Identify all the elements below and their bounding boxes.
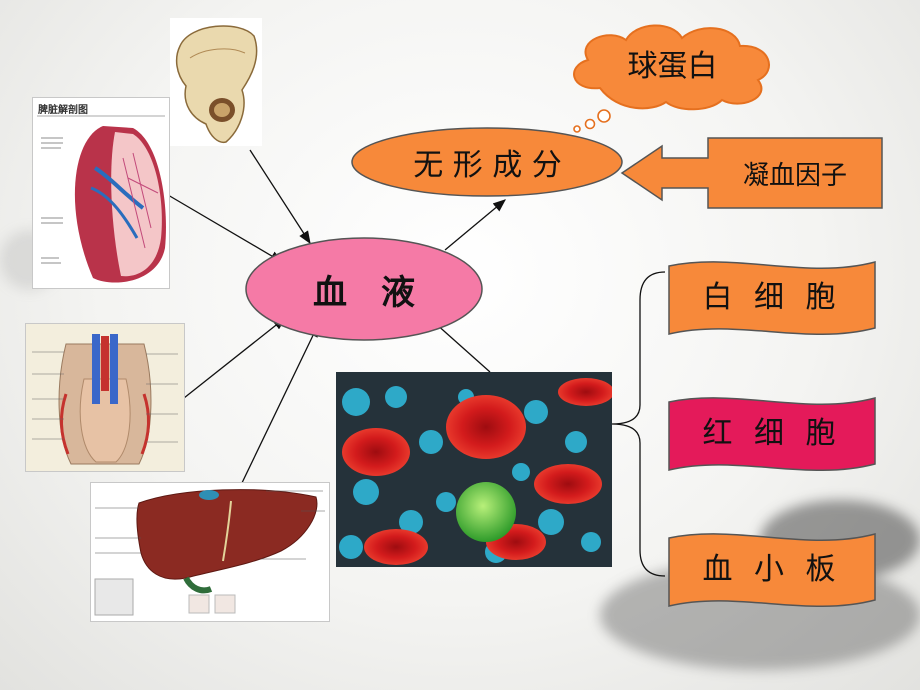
blood-label: 血 液 — [313, 272, 415, 313]
wbc-label: 白 细 胞 — [702, 280, 842, 315]
platelet-label: 血 小 板 — [702, 552, 842, 587]
globulin-label: 球蛋白 — [627, 49, 718, 84]
spleen-caption: 脾脏解剖图 — [38, 105, 88, 116]
clotting-factor-arrow — [620, 137, 883, 209]
thorax-diagram-icon — [32, 334, 178, 465]
hip-bone-icon — [175, 25, 258, 144]
rbc-banner — [668, 397, 876, 472]
plasma-label: 无 形 成 分 — [413, 148, 562, 183]
line-blood-to-cells — [434, 322, 491, 373]
clotting-factor-label: 凝血因子 — [742, 160, 847, 191]
arrow-thymus-to-blood — [183, 317, 287, 399]
arrow-liver-to-blood — [239, 323, 319, 488]
blood-cells-micrograph-icon — [336, 372, 612, 567]
thought-bubble-dot — [584, 118, 596, 130]
platelet-banner — [668, 533, 876, 608]
thought-bubble-dot — [573, 125, 581, 133]
blood-cells-image — [336, 372, 612, 567]
thought-bubble-dot — [597, 109, 611, 123]
rbc-label: 红 细 胞 — [702, 416, 842, 451]
blood-node — [245, 237, 483, 341]
cells-bracket — [611, 271, 666, 577]
arrow-blood-to-plasma — [444, 199, 506, 251]
arrow-spleen-to-blood — [167, 194, 284, 263]
hip-bone-image — [170, 18, 262, 146]
globulin-cloud — [573, 24, 770, 111]
thorax-diagram-image — [25, 323, 185, 472]
liver-diagram-icon — [94, 489, 325, 616]
spleen-diagram-image: 脾脏解剖图 — [32, 97, 170, 289]
spleen-diagram-icon — [37, 115, 166, 283]
wbc-banner — [668, 261, 876, 336]
plasma-node — [351, 127, 623, 197]
liver-diagram-image — [90, 482, 330, 622]
arrow-bone-to-blood — [249, 149, 311, 245]
